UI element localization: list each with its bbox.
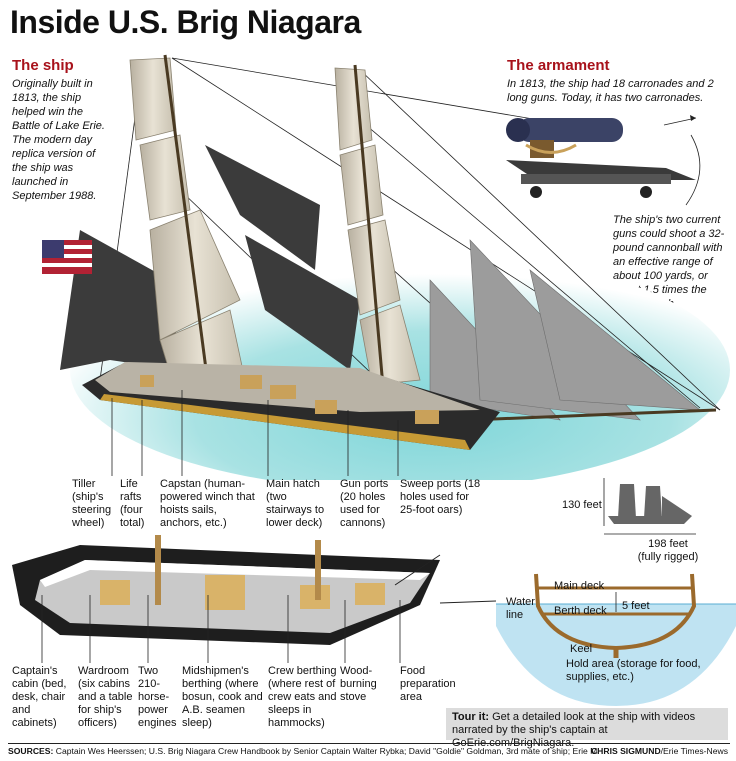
ship-height: 130 feet <box>562 499 602 511</box>
staysail-dark-2 <box>245 235 360 370</box>
fore-sail-1 <box>334 67 373 151</box>
lower-deck-cutaway <box>12 535 497 663</box>
label-wardroom: Wardroom (six cabins and a table for shi… <box>78 665 133 729</box>
jib-sail-3 <box>529 269 701 411</box>
page-title: Inside U.S. Brig Niagara <box>10 4 361 40</box>
armament-section-text: In 1813, the ship had 18 carronades and … <box>507 78 714 104</box>
deck-callout-lines <box>111 390 399 476</box>
bowsprit <box>469 408 717 422</box>
ship-section-text: Originally built in 1813, the ship helpe… <box>12 78 105 202</box>
berth-deck-label: Berth deck <box>554 605 607 617</box>
hull-cross-section <box>496 573 736 706</box>
label-gun-ports: Gun ports (20 holes used for cannons) <box>340 478 389 529</box>
label-crew-berthing: Crew berthing (where rest of crew eats a… <box>268 665 337 729</box>
tour-label: Tour it: <box>452 711 490 723</box>
label-tiller: Tiller (ship's steering wheel) <box>72 478 112 529</box>
label-sweep-ports: Sweep ports (18 holes used for 25-foot o… <box>400 478 481 516</box>
label-food-prep: Food preparation area <box>400 665 456 703</box>
footer-rule <box>8 743 730 744</box>
label-main-hatch: Main hatch (two stairways to lower deck) <box>266 478 325 529</box>
aft-sail-2 <box>139 134 191 221</box>
ship-silhouette <box>603 478 696 535</box>
armament-section-heading: The armament <box>507 57 610 74</box>
credit-line: CHRIS SIGMUND/Erie Times-News <box>590 746 728 756</box>
fore-mast <box>353 64 387 411</box>
us-flag <box>42 240 92 274</box>
sources-line: SOURCES: Captain Wes Heerssen; U.S. Brig… <box>8 746 598 756</box>
label-midshipmens-berthing: Midshipmen's berthing (where bosun, cook… <box>182 665 263 729</box>
label-engines: Two 210-horse-power engines <box>138 665 177 729</box>
tour-box: Tour it: Get a detailed look at the ship… <box>446 708 728 749</box>
label-wood-stove: Wood-burning stove <box>340 665 377 703</box>
carronade-illustration <box>506 115 701 206</box>
water-line-label: Water line <box>506 596 535 621</box>
keel-label: Keel <box>570 643 593 655</box>
label-capstan: Capstan (human-powered winch that hoists… <box>160 478 255 529</box>
deck-trim <box>100 394 470 450</box>
label-captains-cabin: Captain's cabin (bed, desk, chair and ca… <box>12 665 67 729</box>
aft-sail-1 <box>129 57 177 141</box>
berth-height-label: 5 feet <box>622 600 650 612</box>
hold-area-label: Hold area (storage for food, supplies, e… <box>566 658 701 683</box>
ship-length: 198 feet(fully rigged) <box>637 538 699 563</box>
main-deck-label: Main deck <box>554 580 605 592</box>
ship-section-heading: The ship <box>12 57 74 74</box>
aft-mast <box>163 54 212 401</box>
cannon-barrel <box>518 118 623 142</box>
brig-illustration <box>42 54 730 480</box>
label-life-rafts: Life rafts (four total) <box>120 478 145 529</box>
fore-sail-4 <box>359 304 421 386</box>
staysail-dark-1 <box>205 145 320 270</box>
